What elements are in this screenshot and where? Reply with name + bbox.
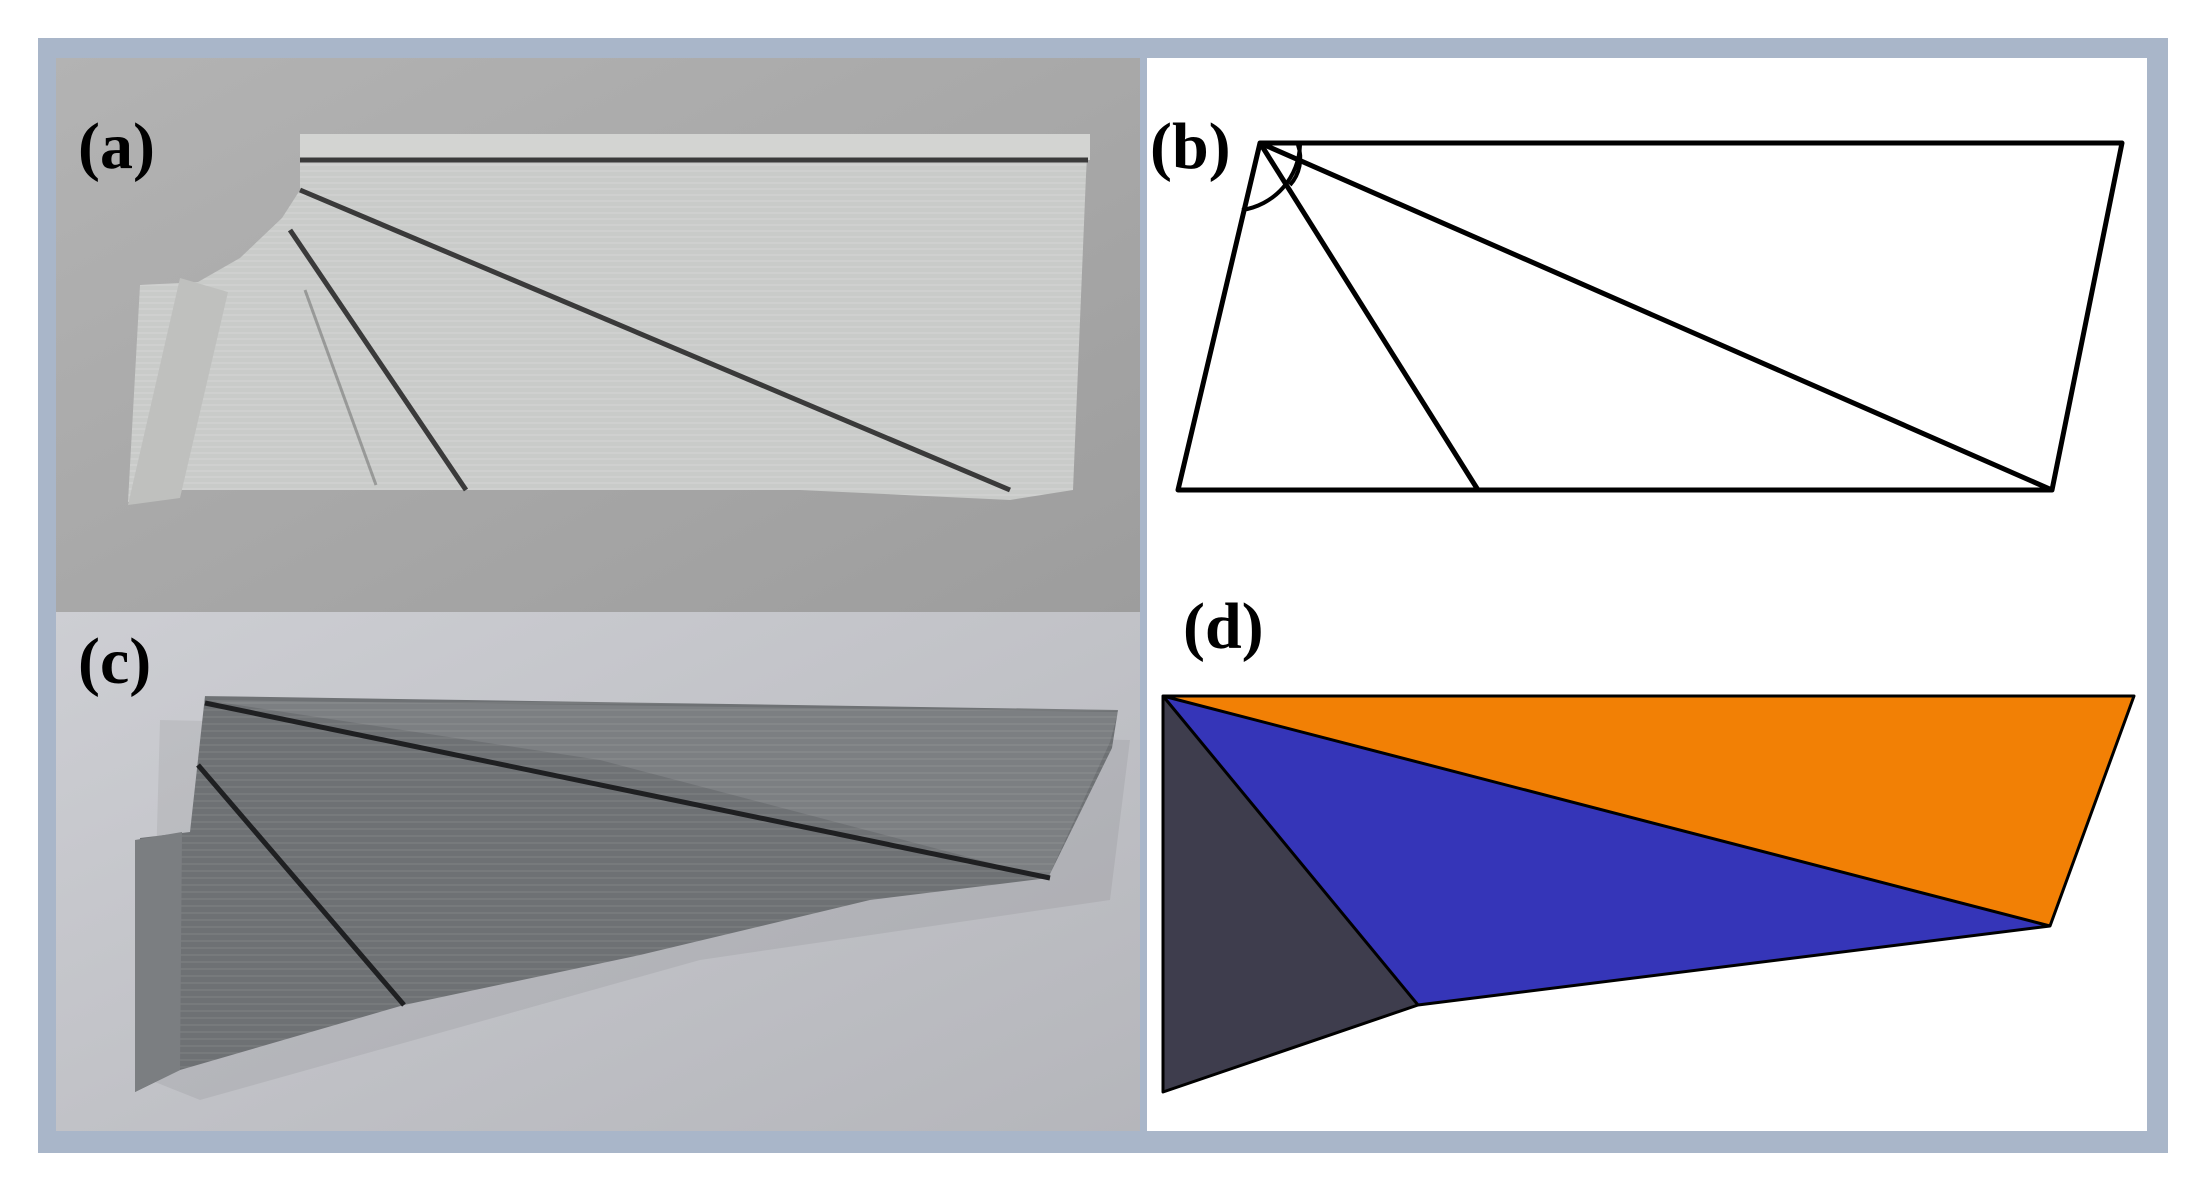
panel-a-crease-3	[303, 289, 378, 486]
panel-b: (b)	[1147, 58, 2147, 612]
panel-a-left-tab	[128, 278, 228, 505]
panel-a-top-rim	[300, 134, 1090, 160]
panel-d-edge-2	[1161, 695, 1420, 1006]
panel-d-facet-top	[1163, 696, 2134, 926]
panel-a-crease-1	[299, 187, 1011, 493]
panel-a: (a)	[56, 58, 1140, 612]
panel-b-diagonal-short	[1257, 141, 1481, 492]
panel-a-crease-2	[287, 228, 469, 492]
panel-c-crease-2	[196, 763, 406, 1007]
panel-d-label: (d)	[1183, 590, 1264, 663]
panel-d-facet-left	[1163, 696, 1418, 1092]
panel-c: (c)	[56, 612, 1140, 1131]
panel-c-sheet-texture	[135, 696, 1118, 1092]
panel-d-facet-middle	[1163, 696, 2050, 1005]
panel-b-background	[1147, 58, 2147, 612]
panel-c-left-tab	[135, 832, 182, 1092]
panel-d-outline	[1161, 694, 2136, 1094]
panel-a-label: (a)	[78, 110, 155, 183]
panel-b-angle-arc-inner	[1288, 144, 1303, 187]
panel-d: (d)	[1147, 590, 2147, 1131]
panel-c-upper-fold	[205, 700, 1118, 878]
panel-b-label: (b)	[1150, 110, 1231, 183]
panel-b-diagonal-long	[1258, 140, 2054, 493]
panel-d-edge-1	[1162, 694, 2051, 928]
panel-c-label: (c)	[78, 625, 151, 698]
panel-c-crease-1	[204, 700, 1051, 881]
